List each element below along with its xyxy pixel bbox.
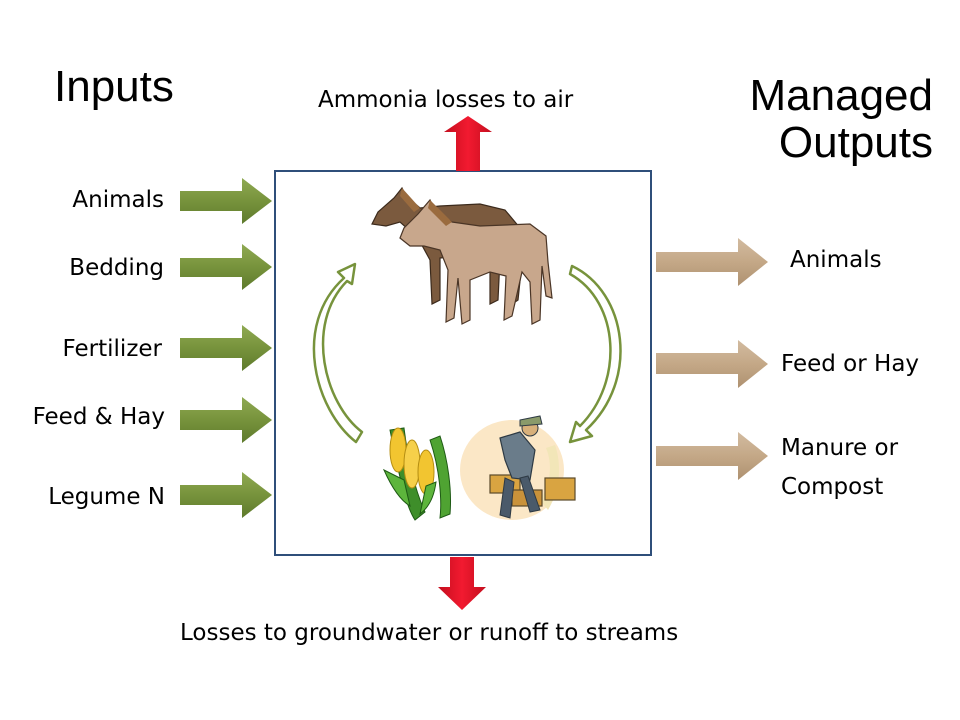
ammonia-loss-arrow	[444, 116, 492, 171]
corn-icon	[382, 427, 451, 521]
outputs-heading-line-1: Managed	[749, 71, 933, 120]
output-label-manure-line-1: Manure or	[781, 435, 899, 461]
output-label-manure-line-2: Compost	[781, 474, 884, 500]
input-label-feed-hay: Feed & Hay	[32, 404, 165, 430]
output-arrow-animals	[656, 238, 768, 286]
managed-outputs-heading: Managed Outputs	[750, 72, 933, 166]
cycle-arrow-right	[568, 264, 622, 444]
groundwater-loss-arrow	[438, 557, 486, 610]
output-label-animals: Animals	[790, 247, 882, 273]
output-arrow-feed-hay	[656, 340, 768, 388]
output-arrow-manure-compost	[656, 432, 768, 480]
horses-icon	[371, 186, 553, 325]
input-arrow-legume-n	[180, 472, 272, 518]
input-label-animals: Animals	[72, 187, 164, 213]
input-arrow-animals	[180, 178, 272, 224]
input-arrow-feed-hay	[180, 397, 272, 443]
inputs-heading: Inputs	[54, 62, 174, 111]
input-arrow-fertilizer	[180, 325, 272, 371]
output-label-feed-hay: Feed or Hay	[781, 351, 920, 377]
input-label-legume-n: Legume N	[48, 484, 165, 510]
ammonia-loss-label: Ammonia losses to air	[318, 87, 574, 113]
input-label-fertilizer: Fertilizer	[62, 336, 162, 362]
outputs-heading-line-2: Outputs	[778, 118, 933, 167]
output-label-manure-compost: Manure or Compost	[781, 429, 898, 507]
cycle-arrow-left	[312, 262, 364, 444]
farmer-stacking-hay-icon	[460, 415, 576, 520]
groundwater-loss-label: Losses to groundwater or runoff to strea…	[180, 620, 679, 646]
input-arrow-bedding	[180, 244, 272, 290]
input-label-bedding: Bedding	[69, 255, 164, 281]
